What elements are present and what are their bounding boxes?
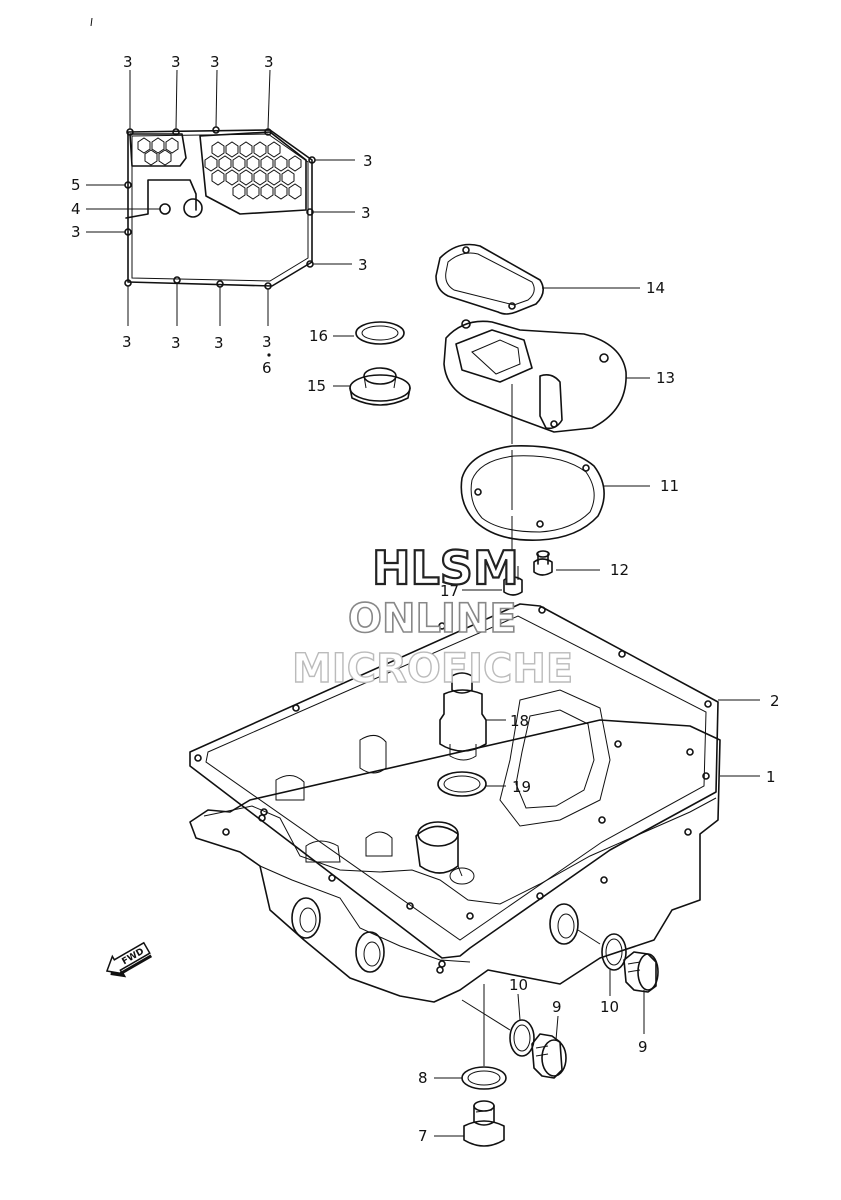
callout-3-right-1: 3 bbox=[363, 152, 373, 170]
callout-3-bottom-2: 3 bbox=[171, 334, 181, 352]
callout-14: 14 bbox=[646, 279, 665, 297]
callout-3-right-2: 3 bbox=[361, 204, 371, 222]
strainer-cover-gasket bbox=[435, 243, 640, 315]
watermark-line-3: MICROFICHE bbox=[292, 646, 573, 692]
callout-18: 18 bbox=[510, 712, 529, 730]
plug-9-left bbox=[531, 1015, 567, 1079]
callout-3-top-3: 3 bbox=[210, 53, 220, 71]
callout-3-bottom-1: 3 bbox=[122, 333, 132, 351]
callout-13: 13 bbox=[656, 369, 675, 387]
o-ring-16 bbox=[333, 321, 405, 345]
strainer-callouts: 3 3 3 3 3 3 3 5 4 3 3 3 3 3 6 bbox=[71, 53, 373, 377]
callout-dot bbox=[267, 353, 271, 357]
scan-mark bbox=[90, 17, 93, 27]
watermark: HLSM ONLINE MICROFICHE bbox=[291, 540, 574, 693]
callout-3-top-4: 3 bbox=[264, 53, 274, 71]
callout-12: 12 bbox=[610, 561, 629, 579]
drain-plug-7 bbox=[434, 1100, 505, 1147]
drain-plug-gasket-8 bbox=[434, 984, 507, 1090]
callout-2: 2 bbox=[770, 692, 780, 710]
watermark-line-1: HLSM bbox=[372, 541, 519, 595]
bolt-12 bbox=[533, 550, 600, 576]
callout-1: 1 bbox=[766, 768, 776, 786]
main-callouts: 14 13 11 16 15 12 17 2 18 1 19 10 9 10 9… bbox=[307, 279, 780, 1145]
callout-11: 11 bbox=[660, 477, 679, 495]
callout-3-top-1: 3 bbox=[123, 53, 133, 71]
fwd-arrow-icon: FWD bbox=[105, 941, 153, 978]
callout-7: 7 bbox=[418, 1127, 428, 1145]
callout-8: 8 bbox=[418, 1069, 428, 1087]
oil-pan bbox=[189, 689, 760, 1003]
callout-3-bottom-3: 3 bbox=[214, 334, 224, 352]
oil-strainer-cover bbox=[443, 319, 650, 433]
watermark-line-2: ONLINE bbox=[348, 596, 517, 642]
callout-5: 5 bbox=[71, 176, 81, 194]
callout-9-right: 9 bbox=[638, 1038, 648, 1056]
callout-4: 4 bbox=[71, 200, 81, 218]
oil-pressure-switch bbox=[439, 672, 506, 761]
callout-6: 6 bbox=[262, 359, 272, 377]
oil-pan-gasket bbox=[189, 603, 760, 968]
callout-3-left: 3 bbox=[71, 223, 81, 241]
cover-gasket bbox=[460, 445, 650, 541]
o-ring-19 bbox=[437, 771, 506, 797]
callout-15: 15 bbox=[307, 377, 326, 395]
gasket-10-right bbox=[577, 929, 627, 996]
callout-10-left: 10 bbox=[509, 976, 528, 994]
callout-17: 17 bbox=[440, 582, 459, 600]
callout-19: 19 bbox=[512, 778, 531, 796]
callout-3-bottom-4: 3 bbox=[262, 333, 272, 351]
oil-strainer-plate bbox=[86, 69, 355, 326]
callout-3-right-3: 3 bbox=[358, 256, 368, 274]
callout-16: 16 bbox=[309, 327, 328, 345]
callout-9-left: 9 bbox=[552, 998, 562, 1016]
seal-15 bbox=[333, 367, 411, 406]
callout-3-top-2: 3 bbox=[171, 53, 181, 71]
callout-10-right: 10 bbox=[600, 998, 619, 1016]
plug-9-right bbox=[623, 951, 659, 1034]
gasket-10-left bbox=[461, 993, 535, 1057]
bolt-17 bbox=[462, 566, 523, 596]
